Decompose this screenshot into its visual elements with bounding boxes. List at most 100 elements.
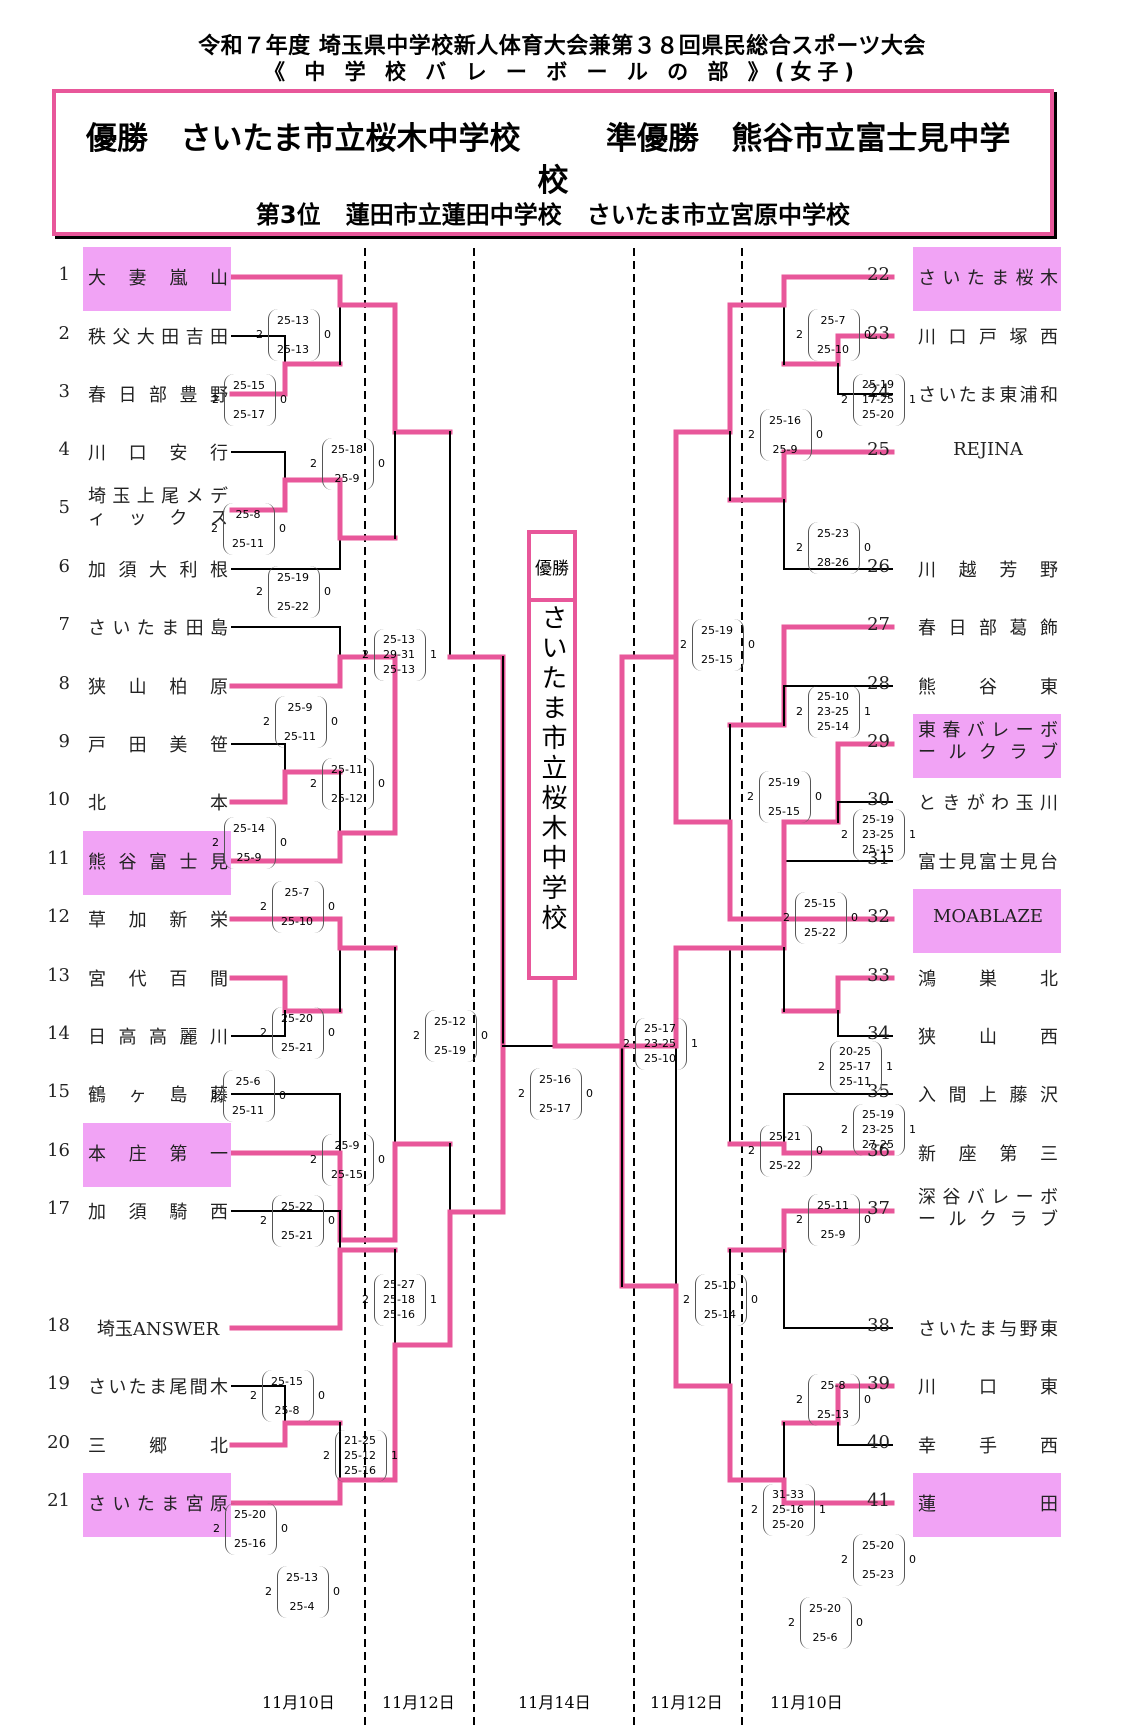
set-score: 28-26	[817, 556, 849, 569]
team-number: 31	[867, 848, 890, 869]
advanced-team-highlight	[83, 831, 231, 895]
sets-won: 2	[841, 1553, 848, 1566]
set-score: 25-17	[644, 1022, 676, 1035]
team-number: 37	[867, 1198, 890, 1219]
set-score: 25-15	[862, 843, 894, 856]
set-score: 25-14	[817, 720, 849, 733]
sets-lost: 0	[378, 457, 385, 470]
team-name[interactable]: 川口安行	[88, 443, 228, 464]
team-name[interactable]: 加須大利根	[88, 560, 228, 581]
set-score: 25-12	[344, 1449, 376, 1462]
team-name[interactable]: 宮代百間	[88, 969, 228, 990]
team-name[interactable]: 三郷北	[88, 1436, 228, 1457]
team-name[interactable]: 埼玉ANSWER	[96, 1319, 220, 1340]
team-name[interactable]: 日高高麗川	[88, 1027, 228, 1048]
team-name[interactable]: さいたま尾間木	[88, 1377, 228, 1398]
set-score: 25-17	[839, 1060, 871, 1073]
team-name[interactable]: 蓮田	[918, 1494, 1058, 1515]
team-name[interactable]: 狭山柏原	[88, 677, 228, 698]
team-name[interactable]: 川口東	[918, 1377, 1058, 1398]
sets-won: 2	[212, 393, 219, 406]
team-name[interactable]: MOABLAZE	[932, 906, 1043, 927]
sets-lost: 0	[864, 1213, 871, 1226]
score-brackets	[272, 1195, 324, 1247]
team-name[interactable]: さいたま宮原	[88, 1494, 228, 1515]
sets-lost: 0	[378, 1153, 385, 1166]
score-brackets	[853, 809, 905, 861]
score-brackets	[692, 619, 744, 671]
set-score: 31-33	[772, 1488, 804, 1501]
team-number: 10	[47, 789, 70, 810]
set-score: 25-15	[331, 1168, 363, 1181]
team-name[interactable]: 熊谷富士見	[88, 852, 228, 873]
team-name[interactable]: 鶴ヶ島藤	[88, 1085, 228, 1106]
set-score: 25-16	[234, 1537, 266, 1550]
team-name[interactable]: 新座第三	[918, 1144, 1058, 1165]
team-name[interactable]: 秩父大田吉田	[88, 327, 228, 348]
team-name[interactable]: 戸田美笹	[88, 735, 228, 756]
team-number: 32	[867, 906, 890, 927]
team-name[interactable]: さいたま与野東	[918, 1319, 1058, 1340]
team-name[interactable]: さいたま田島	[88, 618, 228, 639]
team-name[interactable]: REJINA	[953, 439, 1023, 460]
advanced-team-highlight	[913, 714, 1061, 778]
score-brackets	[759, 771, 811, 823]
team-number: 16	[47, 1140, 70, 1161]
team-name[interactable]: さいたま桜木	[918, 268, 1058, 289]
team-name[interactable]: 草加新栄	[88, 910, 228, 931]
team-name[interactable]: 川越芳野	[918, 560, 1058, 581]
team-name[interactable]: 本庄第一	[88, 1144, 228, 1165]
sets-won: 2	[413, 1029, 420, 1042]
team-name[interactable]: 深谷バレーボールクラブ	[918, 1187, 1058, 1230]
sets-won: 2	[310, 777, 317, 790]
set-score: 25-11	[232, 1104, 264, 1117]
team-name[interactable]: 鴻巣北	[918, 969, 1058, 990]
set-score: 23-25	[862, 828, 894, 841]
set-score: 25-16	[344, 1464, 376, 1477]
score-brackets	[272, 1007, 324, 1059]
team-name[interactable]: 春日部豊野	[88, 385, 228, 406]
set-score: 27-25	[862, 1138, 894, 1151]
team-number: 34	[867, 1023, 890, 1044]
set-score: 25-13	[817, 1408, 849, 1421]
team-name[interactable]: 川口戸塚西	[918, 327, 1058, 348]
team-name[interactable]: 狭山西	[918, 1027, 1058, 1048]
set-score: 25-15	[768, 805, 800, 818]
team-name[interactable]: ときがわ玉川	[918, 793, 1058, 814]
set-score: 25-22	[804, 926, 836, 939]
team-name[interactable]: 春日部葛飾	[918, 618, 1058, 639]
sets-lost: 0	[324, 328, 331, 341]
sets-lost: 0	[333, 1585, 340, 1598]
sets-won: 2	[211, 1089, 218, 1102]
team-number: 39	[867, 1373, 890, 1394]
set-score: 25-19	[862, 1108, 894, 1121]
set-score: 25-19	[862, 378, 894, 391]
team-name[interactable]: 北本	[88, 793, 228, 814]
sets-won: 2	[796, 705, 803, 718]
team-name[interactable]: 加須騎西	[88, 1202, 228, 1223]
set-score: 25-10	[704, 1279, 736, 1292]
team-name[interactable]: 東春バレーボールクラブ	[918, 720, 1058, 763]
set-score: 25-14	[233, 822, 265, 835]
team-name[interactable]: 大妻嵐山	[88, 268, 228, 289]
team-name[interactable]: 幸手西	[918, 1436, 1058, 1457]
team-name[interactable]: さいたま東浦和	[918, 385, 1058, 406]
advanced-team-highlight	[83, 1473, 231, 1537]
team-name[interactable]: 埼玉上尾メディックス	[88, 486, 228, 529]
score-brackets	[808, 522, 860, 574]
team-name[interactable]: 富士見富士見台	[918, 852, 1058, 873]
team-number: 3	[58, 381, 70, 402]
score-brackets	[262, 1370, 314, 1422]
team-name[interactable]: 入間上藤沢	[918, 1085, 1058, 1106]
set-score: 25-20	[809, 1602, 841, 1615]
team-name[interactable]: 熊谷東	[918, 677, 1058, 698]
